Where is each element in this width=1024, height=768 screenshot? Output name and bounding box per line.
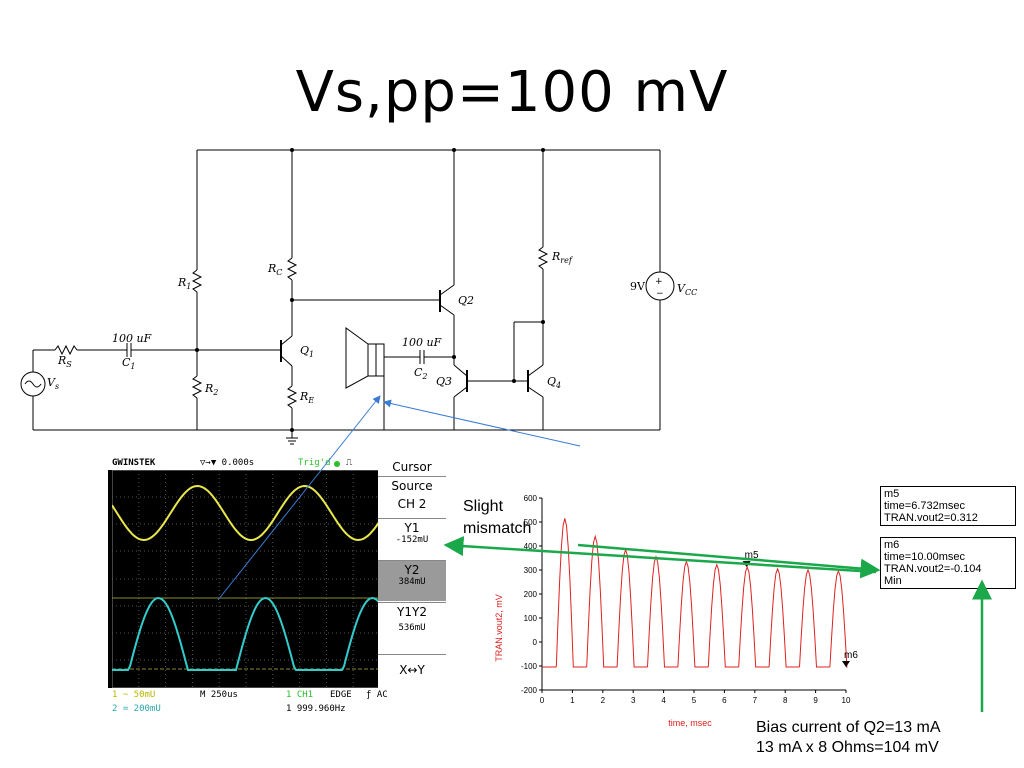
m5-time: time=6.732msec (884, 500, 966, 512)
x-tick-label: 9 (813, 696, 818, 705)
label-rs: RS (57, 354, 72, 369)
resistor-rs (54, 344, 78, 356)
y-tick-label: 600 (524, 494, 538, 503)
y-tick-label: 400 (524, 542, 538, 551)
label-vcc-value: 9V (630, 280, 646, 293)
label-c2: C2 (414, 366, 428, 381)
m6-extra: Min (884, 575, 902, 587)
marker-m6-box: m6 time=10.00msec TRAN.vout2=-0.104 Min (880, 537, 1016, 589)
scope-graticule (112, 470, 381, 688)
y-tick-label: -200 (521, 686, 538, 695)
y-tick-label: 300 (524, 566, 538, 575)
label-vcc: VCC (677, 282, 697, 297)
x-tick-label: 10 (842, 696, 851, 705)
label-c2-value: 100 uF (402, 336, 442, 349)
y-tick-label: -100 (521, 662, 538, 671)
scope-trigger-status: Trig'd (298, 458, 331, 468)
ch2-waveform (112, 596, 381, 671)
label-c1-value: 100 uF (112, 332, 152, 345)
xy-mode-button[interactable]: X↔Y (378, 654, 446, 686)
trigger-source: 1 CH1 (286, 690, 314, 700)
timebase: M 250us (200, 690, 238, 700)
resistor-rref (537, 246, 549, 270)
frequency-readout: 1 999.960Hz (286, 704, 346, 714)
trigger-status-led-icon (334, 461, 340, 467)
cursor-menu: Cursor Source CH 2 Y1 -152mU Y2 384mU Y1… (378, 458, 446, 688)
resistor-r2 (191, 375, 203, 399)
label-c1: C1 (122, 356, 136, 371)
source-label: Source (391, 479, 433, 493)
y1-label: Y1 (404, 521, 420, 535)
trigger-mode: EDGE (330, 690, 352, 700)
y-axis-label: TRAN.vout2, mV (494, 594, 504, 662)
ch1-scale: 1 ~ 50mU (112, 690, 156, 700)
x-tick-label: 8 (783, 696, 788, 705)
source-value: CH 2 (397, 497, 427, 511)
cursor-menu-title: Cursor (392, 460, 432, 474)
cursor-y1-button[interactable]: Y1 -152mU (378, 518, 446, 559)
label-vs: Vs (47, 376, 59, 391)
mismatch-annotation: Slight mismatch (463, 498, 532, 537)
label-re: RE (299, 390, 314, 405)
label-q3: Q3 (436, 375, 452, 388)
m5-value: TRAN.vout2=0.312 (884, 512, 978, 524)
x-tick-label: 3 (631, 696, 636, 705)
label-rc: RC (267, 262, 282, 277)
source-vs (20, 371, 46, 397)
marker-label-m5: m5 (745, 550, 759, 561)
resistor-r1 (191, 269, 203, 293)
coupling: ƒ AC (366, 690, 388, 700)
y-tick-label: 100 (524, 614, 538, 623)
slide-title: Vs,pp=100 mV (295, 60, 729, 125)
resistor-re (286, 385, 298, 409)
m6-value: TRAN.vout2=-0.104 (884, 563, 982, 575)
marker-m5-box: m5 time=6.732msec TRAN.vout2=0.312 (880, 486, 1016, 526)
resistor-rc (286, 257, 298, 281)
marker-label-m6: m6 (844, 650, 858, 661)
cursor-source-button[interactable]: Source CH 2 (378, 476, 446, 517)
pulse-icon: ⎍ (346, 458, 353, 468)
label-r1: R1 (177, 276, 191, 291)
vcc-plus: + (655, 277, 663, 287)
x-tick-label: 5 (692, 696, 697, 705)
cursor-y2-button[interactable]: Y2 384mU (378, 560, 446, 601)
source-vcc (645, 271, 675, 301)
marker-m5[interactable] (742, 561, 751, 568)
scope-brand: GWINSTEK (112, 458, 156, 468)
x-tick-label: 4 (661, 696, 666, 705)
y-tick-label: 0 (533, 638, 538, 647)
x-tick-label: 1 (570, 696, 575, 705)
y2-label: Y2 (404, 563, 420, 577)
y2-value: 384mU (398, 577, 426, 587)
x-tick-label: 2 (601, 696, 606, 705)
marker-m6[interactable] (842, 660, 850, 667)
label-q4: Q4 (547, 375, 561, 390)
y1-value: -152mU (395, 535, 429, 545)
x-tick-label: 6 (722, 696, 727, 705)
ch2-scale: 2 = 200mU (112, 704, 161, 714)
label-r2: R2 (204, 382, 218, 397)
m6-name: m6 (884, 539, 900, 551)
label-rref: Rref (551, 250, 574, 265)
vout2-trace (542, 518, 848, 668)
vcc-minus: − (656, 289, 664, 299)
scope-footer: 1 ~ 50mU 2 = 200mU M 250us 1 CH1 EDGE ƒ … (108, 688, 446, 720)
y1y2-label: Y1Y2 (397, 605, 427, 619)
label-q2: Q2 (458, 294, 474, 307)
circuit-schematic: R1 R2 RC RE RS Rref 100 uF C1 100 uF C2 … (20, 148, 697, 445)
m6-time: time=10.00msec (884, 551, 966, 563)
y-tick-label: 200 (524, 590, 538, 599)
scope-trigger-position: ▽→▼ 0.000s (200, 458, 255, 468)
bias-annotation-line2: 13 mA x 8 Ohms=104 mV (756, 739, 939, 756)
x-tick-label: 7 (753, 696, 758, 705)
y-tick-label: 500 (524, 518, 538, 527)
x-tick-label: 0 (540, 696, 545, 705)
label-q1: Q1 (300, 344, 314, 359)
cursor-y1y2-button[interactable]: Y1Y2 536mU (378, 602, 446, 651)
y1y2-value: 536mU (398, 623, 426, 633)
x-axis-label: time, msec (668, 718, 712, 728)
m5-name: m5 (884, 488, 900, 500)
bias-annotation-line1: Bias current of Q2=13 mA (756, 719, 941, 736)
